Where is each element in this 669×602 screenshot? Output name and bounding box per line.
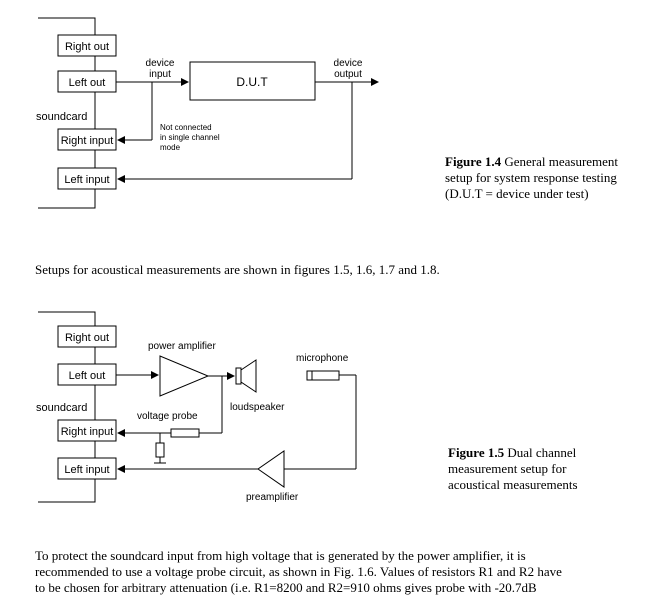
figure-1-5-diagram: Right out Left out Right input Left inpu… <box>36 311 357 503</box>
figure-1-5-caption-bold: Figure 1.5 <box>448 445 505 460</box>
figure-1-4-caption-line3: (D.U.T = device under test) <box>445 186 589 201</box>
preamplifier-icon <box>257 450 285 488</box>
left-input-label: Left input <box>64 174 109 186</box>
soundcard-label: soundcard <box>36 111 87 123</box>
right-input-box <box>57 419 117 442</box>
note-line-1: Not connected <box>160 123 212 132</box>
figure-1-4-caption-line2: setup for system response testing <box>445 170 617 185</box>
right-input-box <box>57 128 117 151</box>
figure-1-5-caption: Figure 1.5 Dual channel measurement setu… <box>448 445 658 493</box>
resistor-r1-icon <box>170 428 200 438</box>
power-amplifier-label: power amplifier <box>148 341 216 352</box>
device-input-label-1: device <box>146 58 175 69</box>
bottom-paragraph-line1: To protect the soundcard input from high… <box>35 548 526 563</box>
figure-1-4-caption: Figure 1.4 General measurement setup for… <box>445 154 660 202</box>
microphone-label: microphone <box>296 353 349 364</box>
left-input-label: Left input <box>64 464 109 476</box>
right-out-label: Right out <box>65 41 109 53</box>
bottom-paragraph: To protect the soundcard input from high… <box>35 548 665 596</box>
loudspeaker-label: loudspeaker <box>230 402 285 413</box>
device-input-label-2: input <box>149 69 171 80</box>
figure-1-4-caption-line1: General measurement <box>501 154 619 169</box>
voltage-probe-label: voltage probe <box>137 411 198 422</box>
dut-label: D.U.T <box>236 75 268 89</box>
left-input-box <box>57 457 117 480</box>
loudspeaker-icon <box>240 359 257 393</box>
resistor-r2-icon <box>155 442 165 458</box>
dut-box <box>189 61 316 101</box>
figure-1-4-diagram: Right out Left out Right input Left inpu… <box>36 17 379 209</box>
soundcard-outline <box>38 17 96 209</box>
left-out-label: Left out <box>69 370 106 382</box>
bottom-paragraph-line3: to be chosen for arbitrary attenuation (… <box>35 580 537 595</box>
right-out-box <box>57 34 117 57</box>
note-line-3: mode <box>160 143 181 152</box>
right-out-box <box>57 325 117 348</box>
left-input-box <box>57 167 117 190</box>
right-input-label: Right input <box>61 426 114 438</box>
device-output-label-2: output <box>334 69 362 80</box>
figure-1-5-caption-line3: acoustical measurements <box>448 477 578 492</box>
power-amplifier-icon <box>159 355 210 397</box>
left-out-label: Left out <box>69 77 106 89</box>
right-input-label: Right input <box>61 135 114 147</box>
note-line-2: in single channel <box>160 133 220 142</box>
preamplifier-label: preamplifier <box>246 492 299 503</box>
figure-1-5-caption-line2: measurement setup for <box>448 461 567 476</box>
soundcard-outline <box>38 311 96 503</box>
soundcard-label: soundcard <box>36 402 87 414</box>
figure-1-5-caption-line1: Dual channel <box>504 445 577 460</box>
bottom-paragraph-line2: recommended to use a voltage probe circu… <box>35 564 562 579</box>
loudspeaker-magnet <box>235 367 242 385</box>
figure-1-4-caption-bold: Figure 1.4 <box>445 154 502 169</box>
intro-paragraph: Setups for acoustical measurements are s… <box>35 262 440 277</box>
right-out-label: Right out <box>65 332 109 344</box>
device-output-label-1: device <box>334 58 363 69</box>
